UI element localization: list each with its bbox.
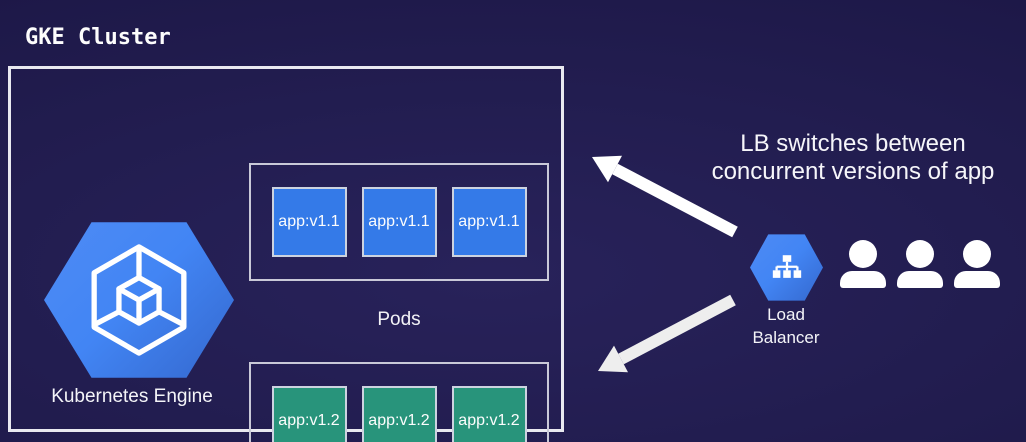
pods-group-v1: app:v1.1 app:v1.1 app:v1.1 bbox=[249, 163, 549, 281]
load-balancer-label: Load Balancer bbox=[721, 303, 851, 349]
pod-v2-2: app:v1.2 bbox=[361, 385, 437, 442]
load-balancer-icon bbox=[750, 234, 823, 301]
gke-cluster-box: Kubernetes Engine app:v1.1 app:v1.1 app:… bbox=[8, 66, 564, 442]
lb-tree-glyph bbox=[772, 254, 801, 278]
user-head bbox=[906, 240, 934, 268]
kubernetes-engine-icon bbox=[44, 222, 234, 378]
pod-v1-1: app:v1.1 bbox=[271, 187, 347, 257]
gke-cube-glyph bbox=[91, 244, 187, 356]
load-balancer-label-line2: Balancer bbox=[752, 328, 820, 347]
user-head bbox=[849, 240, 877, 268]
pods-label: Pods bbox=[377, 309, 421, 330]
user-icon bbox=[954, 240, 1000, 288]
pod-v1-2: app:v1.1 bbox=[361, 187, 437, 257]
lb-annotation-line2: concurrent versions of app bbox=[711, 158, 995, 185]
pod-v2-1: app:v1.2 bbox=[271, 385, 347, 442]
user-head bbox=[963, 240, 991, 268]
diagram-title: GKE Cluster bbox=[25, 25, 171, 50]
load-balancer-label-line1: Load bbox=[767, 305, 805, 324]
pods-group-v2: app:v1.2 app:v1.2 app:v1.2 bbox=[249, 362, 549, 442]
arrow-to-v2-pods bbox=[598, 294, 736, 373]
user-torso bbox=[897, 271, 943, 288]
user-icon bbox=[840, 240, 886, 288]
pod-v1-3: app:v1.1 bbox=[451, 187, 527, 257]
kubernetes-engine-label: Kubernetes Engine bbox=[51, 386, 213, 407]
user-torso bbox=[840, 271, 886, 288]
user-torso bbox=[954, 271, 1000, 288]
lb-annotation: LB switches between concurrent versions … bbox=[685, 130, 1021, 186]
lb-annotation-line1: LB switches between bbox=[740, 130, 966, 157]
pod-v2-3: app:v1.2 bbox=[451, 385, 527, 442]
users-group bbox=[840, 240, 1000, 288]
user-icon bbox=[897, 240, 943, 288]
